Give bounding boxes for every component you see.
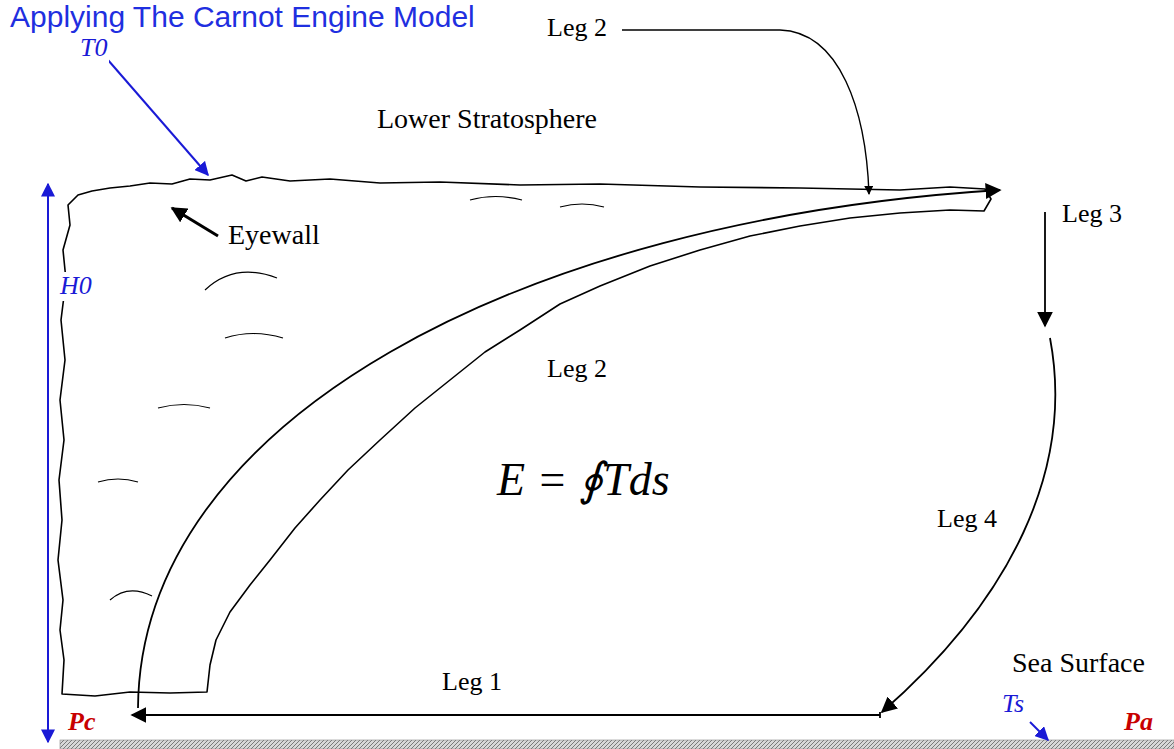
sea-surface-band [60, 740, 1174, 749]
hurricane-cloud [58, 175, 991, 696]
cloud-stroke [110, 591, 152, 600]
leg-label: Leg 1 [440, 668, 504, 697]
equation: E = ∮Tds [495, 455, 672, 506]
leg2-pointer [622, 30, 869, 194]
leg3-path [1044, 212, 1046, 326]
leg-label: Leg 4 [935, 505, 999, 534]
cloud-stroke [205, 272, 277, 290]
t0-pointer [108, 60, 208, 175]
surface-label: Sea Surface [1010, 648, 1147, 679]
leg1-tick [879, 712, 881, 718]
title: Applying The Carnot Engine Model [8, 0, 477, 33]
leg2-path [138, 190, 1000, 708]
pressure-label: Pc [66, 708, 97, 737]
height-label: H0 [58, 272, 94, 301]
leg1-path [132, 714, 880, 716]
height-arrow [47, 184, 49, 742]
eyewall-label: Eyewall [226, 220, 322, 251]
cloud-stroke [560, 204, 604, 207]
cloud-stroke [98, 479, 138, 482]
cloud-texture [98, 197, 604, 601]
temperature-label: T0 [78, 34, 109, 63]
leg-label: Leg 2 [545, 14, 609, 43]
cloud-stroke [225, 334, 283, 339]
layer-label: Lower Stratosphere [375, 104, 599, 135]
leg-label: Leg 2 [545, 355, 609, 384]
cloud-stroke [158, 405, 210, 409]
ts-pointer [1030, 722, 1048, 740]
temperature-label: Ts [1000, 690, 1026, 719]
pressure-label: Pa [1122, 708, 1155, 737]
leg-label: Leg 3 [1060, 200, 1124, 229]
eyewall-pointer [172, 208, 218, 236]
cloud-stroke [470, 197, 522, 201]
